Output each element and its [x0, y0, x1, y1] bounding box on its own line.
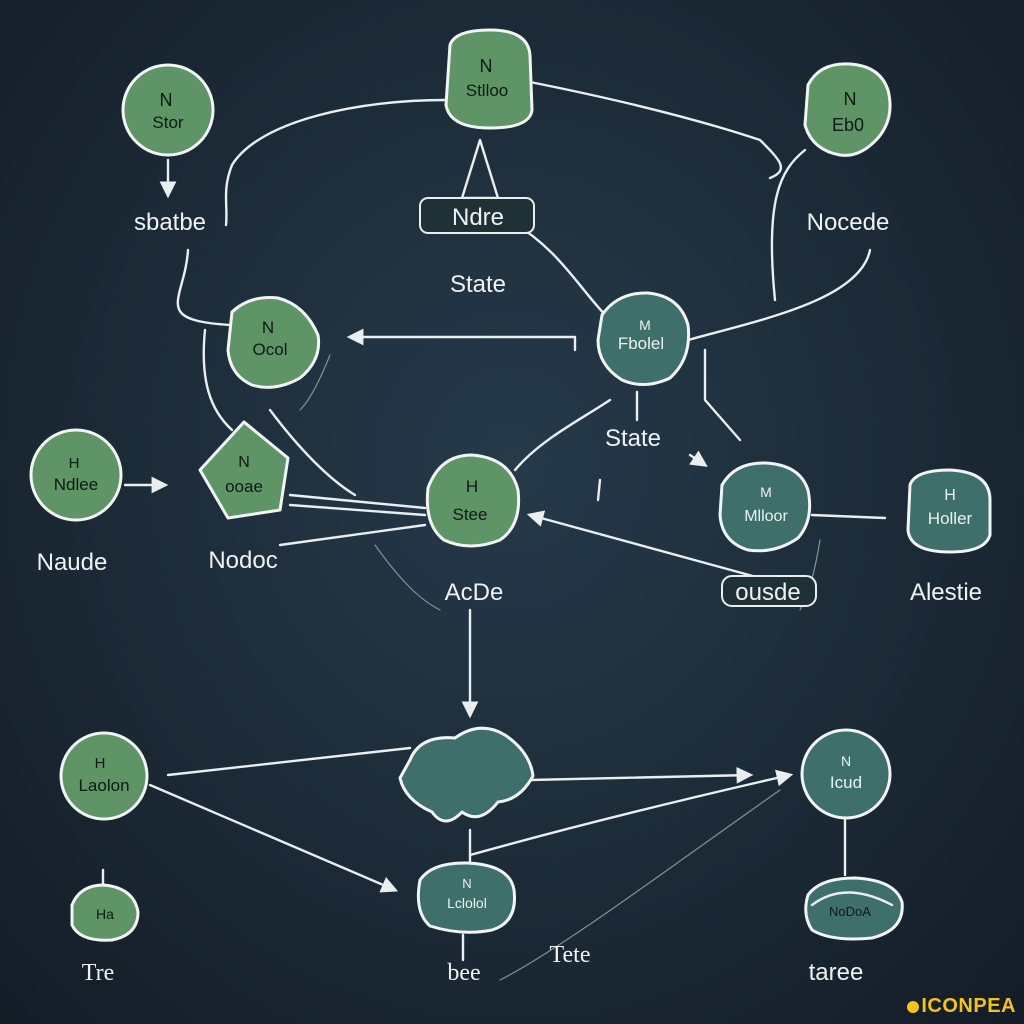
node-bottom-left-small[interactable]: Ha	[70, 883, 140, 942]
node-mid-left-line1: N	[262, 318, 274, 337]
edge-pentagon-to-center	[288, 493, 427, 510]
watermark-logo: ICONPEA	[907, 995, 1016, 1018]
node-mid-left-line2: Ocol	[253, 340, 288, 359]
edge-mid-right-to-center	[513, 398, 612, 472]
node-bottom-left-line1: H	[95, 755, 106, 772]
caption-naude: Naude	[37, 549, 108, 576]
node-top-right[interactable]: N Eb0	[803, 62, 892, 157]
node-right-mid-line2: Mlloor	[744, 508, 788, 525]
watermark-dot-icon	[907, 1001, 920, 1013]
caption-stabe: sbatbe	[134, 209, 206, 236]
edge-top-right-arc	[770, 148, 807, 302]
edge-right-mid-to-far-right	[810, 513, 887, 520]
node-center-line1: H	[466, 477, 478, 496]
caption-tete: Tete	[550, 942, 591, 968]
node-right-mid-line1: M	[760, 484, 772, 500]
node-far-right[interactable]: H Holler	[906, 468, 992, 554]
edge-center-to-nodoc	[278, 523, 427, 547]
node-bottom-left-line2: Laolon	[78, 776, 129, 795]
caption-state-mid: State	[605, 425, 661, 452]
edge-right-vertical	[703, 348, 742, 442]
caption-acde: AcDe	[445, 579, 504, 606]
node-top-left-line2: Stor	[152, 113, 184, 132]
edge-pentagon-to-center-2	[288, 503, 427, 517]
box-ndre[interactable]: Ndre	[419, 197, 535, 234]
node-center[interactable]: H Stee	[425, 453, 521, 548]
edge-mid-left-loop	[202, 328, 234, 432]
edge-state-to-right	[688, 450, 708, 467]
edge-faint-2	[374, 544, 441, 611]
node-bottom-right-line2: Icud	[830, 773, 862, 792]
edge-mid-right-to-mid-left	[346, 328, 577, 352]
node-top-left-line1: N	[160, 90, 173, 110]
edge-ndre-to-mid-right	[510, 220, 612, 322]
node-far-left[interactable]: H Ndlee	[29, 428, 123, 522]
node-bottom-right[interactable]: N Icud	[800, 728, 892, 820]
node-bottom-right-line1: N	[841, 753, 851, 769]
edge-faint-1	[299, 354, 331, 411]
edge-right-to-center	[526, 510, 762, 580]
box-ndre-label: Ndre	[452, 204, 504, 231]
node-top-right-line1: N	[844, 89, 857, 109]
caption-aleste: Alestie	[910, 579, 982, 606]
caption-taree: taree	[809, 959, 864, 986]
node-bottom-center-line1: N	[462, 876, 471, 891]
node-center-line2: Stee	[453, 505, 488, 524]
caption-state-top: State	[450, 271, 506, 298]
node-far-left-line2: Ndlee	[54, 475, 98, 494]
edge-bottom-center-to-right	[468, 769, 794, 857]
caption-bee: bee	[447, 960, 480, 986]
edge-bottom-left-to-bottom-center	[148, 783, 399, 893]
node-mid-right-line1: M	[639, 317, 651, 333]
caption-nocede: Nocede	[807, 209, 890, 236]
node-left-pentagon-line2: ooae	[225, 477, 263, 496]
node-top-center-line2: Stlloo	[466, 81, 509, 100]
node-bottom-left[interactable]: H Laolon	[59, 731, 149, 821]
node-bottom-right-leaf[interactable]: NoDoA	[804, 876, 904, 941]
node-mid-right[interactable]: M Fbolel	[596, 291, 691, 386]
edge-bottom-left-to-blob	[166, 746, 412, 777]
edge-left-loop	[176, 248, 232, 327]
leaf-arc	[810, 891, 894, 907]
edge-top-center-to-top-left	[224, 98, 447, 227]
watermark-text: ICONPEA	[921, 995, 1016, 1017]
node-mid-left[interactable]: N Ocol	[226, 296, 321, 389]
node-bottom-center[interactable]: N Lclolol	[416, 861, 517, 934]
caption-tre: Tre	[82, 960, 114, 986]
edge-blob-to-right	[528, 766, 754, 784]
node-left-pentagon-line1: N	[238, 454, 250, 471]
node-top-center-line1: N	[480, 56, 493, 76]
node-top-left[interactable]: N Stor	[121, 63, 215, 157]
node-far-right-line2: Holler	[928, 509, 973, 528]
box-ousde[interactable]: ousde	[721, 575, 817, 607]
edge-state-tick	[596, 478, 602, 502]
node-bottom-right-leaf-label: NoDoA	[829, 904, 871, 919]
caption-nodoc: Nodoc	[208, 547, 277, 574]
node-left-pentagon[interactable]: N ooae	[198, 420, 290, 520]
node-blob[interactable]	[398, 726, 535, 823]
edge-top-center-to-top-right	[528, 80, 783, 180]
edge-tete-curve	[499, 789, 781, 981]
node-bottom-center-line2: Lclolol	[447, 895, 487, 911]
edge-top-center-fork	[460, 138, 500, 200]
node-bottom-left-small-label: Ha	[96, 906, 114, 922]
edge-mid-left-to-center	[268, 408, 357, 497]
edge-nocede-to-mid-right	[686, 248, 872, 342]
node-far-right-line1: H	[944, 487, 956, 504]
node-mid-right-line2: Fbolel	[618, 334, 664, 353]
node-right-mid[interactable]: M Mlloor	[718, 461, 812, 553]
node-far-left-line1: H	[69, 455, 80, 472]
node-top-center[interactable]: N Stlloo	[444, 28, 534, 130]
node-top-right-line2: Eb0	[832, 115, 864, 135]
box-ousde-label: ousde	[735, 579, 800, 606]
